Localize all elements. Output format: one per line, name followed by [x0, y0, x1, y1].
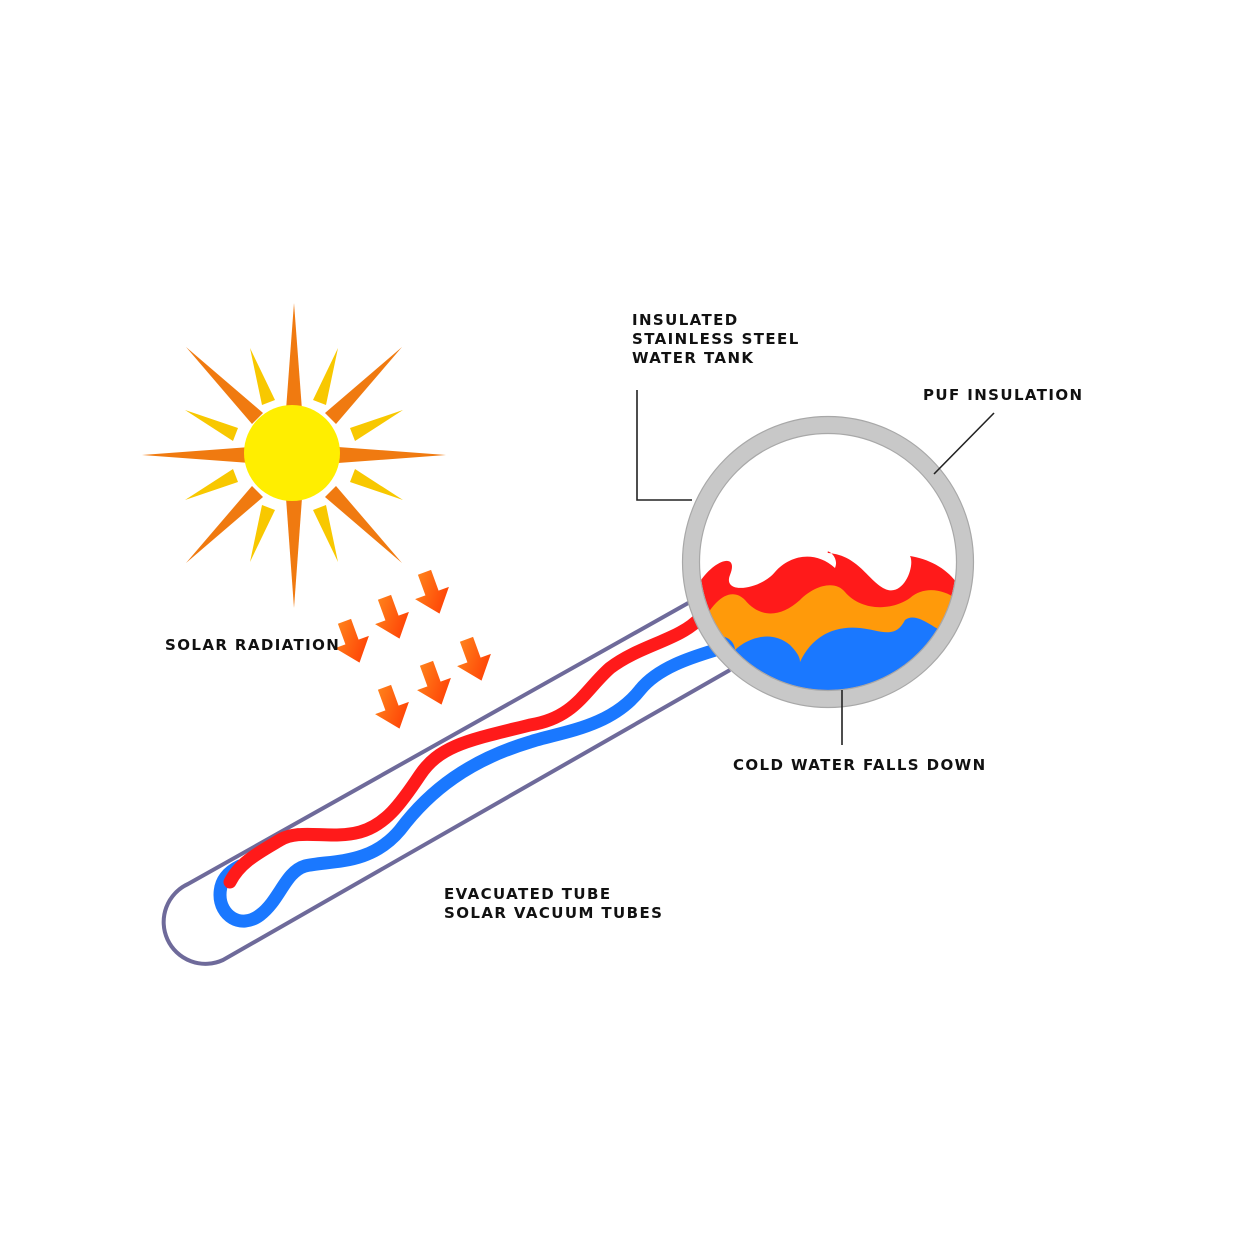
tank-outer-edge: [681, 415, 975, 709]
sun-long-rays: [142, 303, 446, 608]
tank-insulation-ring: [682, 416, 974, 708]
arrow-icon: [375, 684, 409, 729]
tank-label-line1: INSULATED: [632, 311, 739, 329]
puf-leader-line: [933, 412, 995, 475]
tank-leader-line: [636, 390, 692, 501]
radiation-arrows: [335, 569, 491, 729]
arrow-icon: [415, 569, 449, 614]
arrow-icon: [457, 636, 491, 681]
hot-water-pipe: [223, 611, 707, 889]
solar-radiation-label: SOLAR RADIATION: [165, 636, 340, 654]
evacuated-tube: [161, 600, 731, 966]
sun-icon: [142, 303, 446, 608]
arrow-icon: [417, 660, 451, 705]
cold-water-layer: [700, 617, 956, 690]
arrow-icon: [375, 594, 409, 639]
tube-outline: [161, 600, 731, 966]
puf-insulation-label: PUF INSULATION: [923, 386, 1083, 404]
tank-inner-edge: [698, 432, 958, 692]
cold-water-label: COLD WATER FALLS DOWN: [733, 756, 987, 774]
sun-core: [244, 405, 340, 501]
sun-short-rays: [185, 348, 403, 562]
tube-label-line1: EVACUATED TUBE: [444, 885, 611, 903]
tank-label-line2: STAINLESS STEEL: [632, 330, 800, 348]
tank-label-line3: WATER TANK: [632, 349, 754, 367]
tube-label-line2: SOLAR VACUUM TUBES: [444, 904, 663, 922]
cold-water-pipe: [213, 641, 729, 928]
arrow-icon: [335, 618, 369, 663]
water-tank: [681, 415, 975, 709]
